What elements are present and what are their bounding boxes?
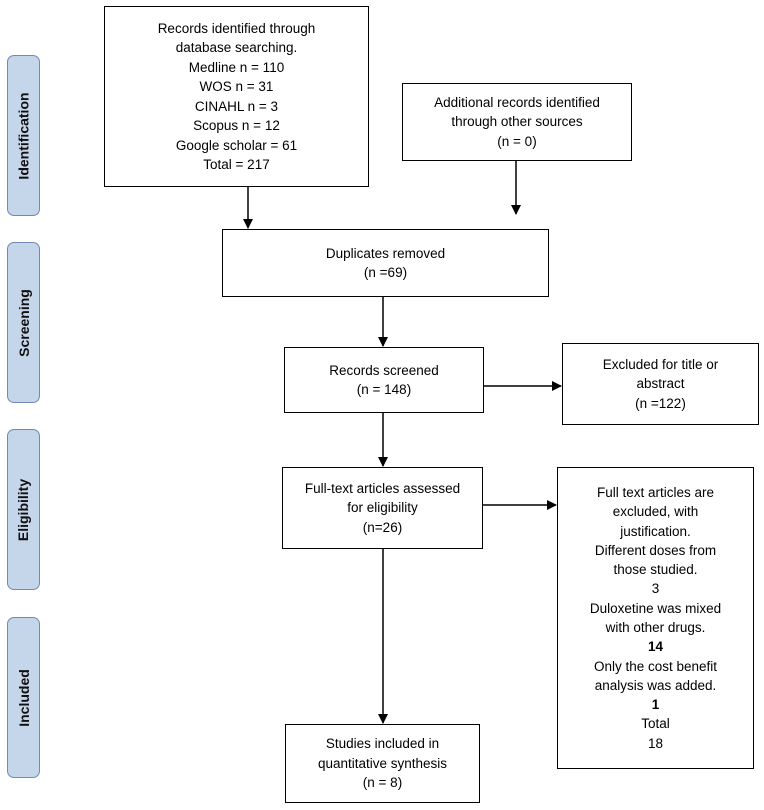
- box-line: Excluded for title or: [602, 356, 719, 372]
- box-line: justification.: [620, 523, 691, 539]
- box-records-screened: Records screened (n = 148): [284, 347, 484, 413]
- box-line: (n=26): [362, 519, 403, 535]
- box-line: Studies included in: [325, 736, 440, 752]
- box-line-bold: 1: [651, 697, 660, 713]
- box-line: CINAHL n = 3: [194, 98, 279, 114]
- box-line: (n = 148): [356, 382, 412, 397]
- box-line: those studied.: [613, 562, 698, 578]
- box-line: Duplicates removed: [325, 245, 446, 261]
- stage-screening: Screening: [7, 242, 40, 403]
- stage-eligibility: Eligibility: [7, 429, 40, 590]
- box-line: 18: [647, 735, 664, 751]
- box-line: (n = 8): [362, 775, 403, 791]
- box-line: Different doses from: [594, 542, 717, 558]
- box-line: Only the cost benefit: [593, 658, 718, 674]
- box-studies-included: Studies included in quantitative synthes…: [285, 724, 480, 803]
- box-line: Scopus n = 12: [193, 118, 280, 133]
- box-line: for eligibility: [347, 500, 418, 516]
- box-line: Duloxetine was mixed: [589, 600, 722, 616]
- box-line: Total = 217: [203, 157, 270, 172]
- box-line: Google scholar = 61: [175, 137, 298, 153]
- box-full-text-assessed: Full-text articles assessed for eligibil…: [282, 467, 483, 549]
- box-duplicates-removed: Duplicates removed (n =69): [222, 229, 549, 297]
- box-line: (n = 0): [497, 133, 537, 149]
- box-other-sources: Additional records identified through ot…: [402, 83, 632, 161]
- box-line: Full text articles are: [596, 484, 715, 500]
- box-line: quantitative synthesis: [317, 755, 448, 771]
- box-line: (n =122): [635, 395, 686, 411]
- box-excluded-full-text: Full text articles are excluded, with ju…: [557, 467, 754, 769]
- box-line: database searching.: [175, 40, 298, 55]
- box-line: Records screened: [329, 362, 439, 378]
- box-line: Records identified through: [157, 20, 316, 36]
- box-line: Additional records identified: [434, 94, 600, 110]
- box-line: Medline n = 110: [188, 59, 285, 75]
- stage-identification: Identification: [7, 55, 40, 216]
- box-line: 3: [651, 581, 660, 597]
- box-line: Full-text articles assessed: [304, 480, 461, 496]
- box-line: (n =69): [363, 265, 408, 280]
- box-line: Total: [641, 716, 670, 732]
- box-excluded-title-abstract: Excluded for title or abstract (n =122): [562, 343, 759, 425]
- box-line: through other sources: [451, 114, 583, 130]
- box-line: with other drugs.: [605, 620, 706, 635]
- box-database-records: Records identified through database sear…: [104, 6, 369, 187]
- box-line: analysis was added.: [594, 677, 717, 693]
- box-line: excluded, with: [612, 504, 699, 520]
- box-line-bold: 14: [647, 639, 664, 655]
- box-line: WOS n = 31: [199, 79, 274, 94]
- box-line: abstract: [636, 376, 685, 392]
- stage-included: Included: [7, 617, 40, 778]
